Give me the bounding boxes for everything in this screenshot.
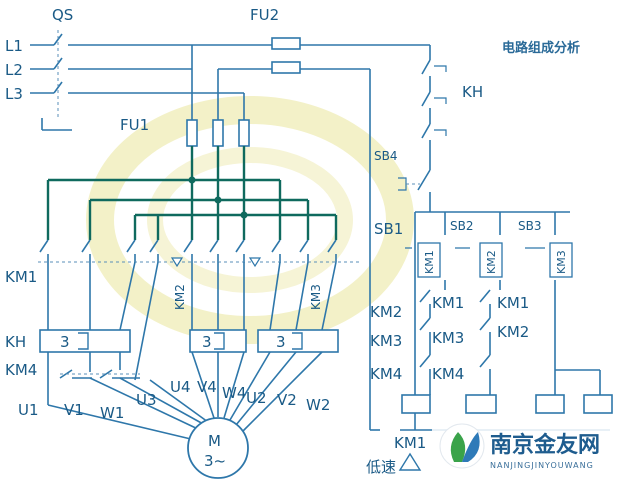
motor-symbol xyxy=(187,417,249,479)
label-km2-ctrl-right: KM2 xyxy=(497,323,529,341)
label-l1: L1 xyxy=(5,37,23,55)
label-l2: L2 xyxy=(5,61,23,79)
leaf-icon xyxy=(450,432,466,462)
label-u1: U1 xyxy=(18,401,39,419)
label-sb4: SB4 xyxy=(374,149,397,163)
label-km1-ctrl-right: KM1 xyxy=(497,294,529,312)
background-watermark xyxy=(86,96,414,344)
label-kh-num-1: 3 xyxy=(60,333,70,351)
label-motor: M xyxy=(208,432,221,450)
label-u3: U3 xyxy=(136,391,157,409)
label-fu1: FU1 xyxy=(120,116,149,134)
brand-name: 南京金友网 xyxy=(490,432,600,458)
label-sb2: SB2 xyxy=(450,219,473,233)
label-km3-ctrl-mid: KM3 xyxy=(432,329,464,347)
label-km3-main: KM3 xyxy=(309,284,323,310)
label-km4-main: KM4 xyxy=(5,361,37,379)
label-fu2: FU2 xyxy=(250,6,279,24)
label-km1-coil-contact: KM1 xyxy=(423,250,436,274)
label-km4-ctrl-mid: KM4 xyxy=(432,365,464,383)
label-km2-ctrl-left: KM2 xyxy=(370,303,402,321)
low-speed-triangle xyxy=(398,452,422,471)
label-motor-sub: 3~ xyxy=(204,452,226,470)
brand-sub: NANJINGJINYOUWANG xyxy=(490,461,594,470)
label-km3-coil-contact: KM3 xyxy=(555,250,568,274)
label-low-speed: 低速 xyxy=(366,458,396,476)
label-sb3: SB3 xyxy=(518,219,541,233)
label-kh-main: KH xyxy=(5,333,26,351)
label-km2-main: KM2 xyxy=(173,284,187,310)
label-sb1: SB1 xyxy=(374,220,403,238)
label-w1: W1 xyxy=(100,404,124,422)
label-u4: U4 xyxy=(170,378,191,396)
labels: 电路组成分析 QS FU2 L1 L2 L3 FU1 KM1 KM2 KM3 K… xyxy=(5,6,580,476)
label-km1-main: KM1 xyxy=(5,268,37,286)
label-w2: W2 xyxy=(306,396,330,414)
label-v2: V2 xyxy=(277,391,297,409)
label-km1-bottom: KM1 xyxy=(394,434,426,452)
label-l3: L3 xyxy=(5,85,23,103)
label-kh-num-2: 3 xyxy=(202,333,212,351)
label-qs: QS xyxy=(52,6,73,24)
label-km1-ctrl-mid: KM1 xyxy=(432,294,464,312)
main-circuit xyxy=(30,30,430,479)
label-km4-ctrl-left: KM4 xyxy=(370,365,402,383)
label-km3-ctrl-left: KM3 xyxy=(370,332,402,350)
label-u2: U2 xyxy=(246,389,267,407)
label-kh-num-3: 3 xyxy=(276,333,286,351)
diagram-title: 电路组成分析 xyxy=(502,40,580,56)
label-v4: V4 xyxy=(197,378,217,396)
label-kh-control: KH xyxy=(462,83,483,101)
label-km2-coil-contact: KM2 xyxy=(485,250,498,274)
label-v1: V1 xyxy=(64,401,84,419)
label-w4: W4 xyxy=(222,384,246,402)
brand-logo: 南京金友网 NANJINGJINYOUWANG xyxy=(432,418,637,478)
